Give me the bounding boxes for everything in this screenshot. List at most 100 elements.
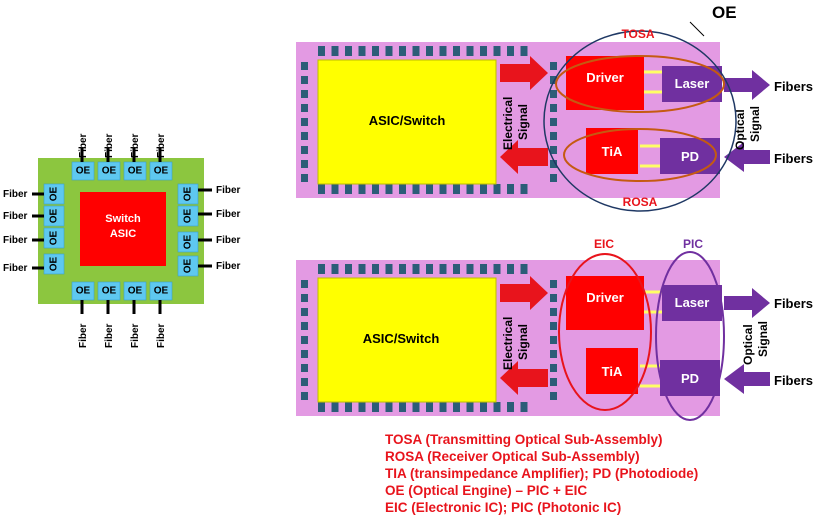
substrate-pad (331, 402, 339, 412)
substrate-pad (550, 336, 557, 344)
abbreviation-legend: TOSA (Transmitting Optical Sub-Assembly)… (385, 431, 698, 516)
substrate-pad (399, 402, 406, 412)
legend-line: ROSA (Receiver Optical Sub-Assembly) (385, 449, 640, 464)
substrate-pad (301, 62, 308, 70)
top-pads (301, 46, 557, 194)
substrate-pad (372, 184, 379, 194)
substrate-pad (358, 184, 366, 194)
legend-line: TOSA (Transmitting Optical Sub-Assembly) (385, 432, 663, 447)
bottom-laser-block (662, 285, 722, 321)
substrate-pad (480, 184, 487, 194)
oe-module-label: OE (183, 258, 194, 273)
fiber-label: Fiber (104, 133, 115, 158)
top-tia-block (586, 128, 638, 174)
substrate-pad (301, 280, 308, 288)
substrate-pad (385, 264, 393, 274)
substrate-pad (372, 264, 379, 274)
eic-label: EIC (594, 237, 614, 251)
fiber-label: Fiber (216, 235, 241, 246)
bottom-electrical-label-1: Electrical (501, 317, 515, 370)
oe-pointer (689, 21, 705, 37)
oe-module-label: OE (76, 286, 91, 297)
bottom-diagram: ASIC/Switch Electrical Signal Driver Las… (296, 237, 813, 421)
switch-asic-die (80, 192, 166, 266)
oe-module (177, 231, 199, 253)
oe-module (177, 183, 199, 205)
substrate-pad (345, 264, 352, 274)
substrate-pad (550, 62, 557, 70)
substrate-pad (550, 174, 557, 182)
bottom-fibers-in-label: Fibers (774, 373, 813, 388)
substrate-pad (439, 184, 447, 194)
substrate-pad (550, 160, 557, 168)
substrate-pad (520, 46, 528, 56)
substrate-pad (412, 46, 420, 56)
substrate-pad (412, 402, 420, 412)
substrate-pad (550, 378, 557, 386)
top-electrical-label-1: Electrical (501, 97, 515, 150)
substrate-pad (507, 264, 514, 274)
substrate-pad (412, 264, 420, 274)
fiber-label: Fiber (130, 323, 141, 348)
substrate-pad (493, 402, 501, 412)
substrate-pad (493, 184, 501, 194)
bottom-electrical-label-2: Signal (516, 324, 530, 360)
bottom-asic-label: ASIC/Switch (363, 331, 440, 346)
substrate-pad (453, 46, 460, 56)
oe-label: OE (712, 3, 737, 22)
substrate-pad (439, 402, 447, 412)
oe-module-label: OE (183, 234, 194, 249)
substrate-pad (318, 46, 325, 56)
substrate-pad (385, 46, 393, 56)
substrate-pad (480, 46, 487, 56)
substrate-pad (466, 46, 474, 56)
top-diagram: ASIC/Switch Electrical Signal Driver Las… (296, 3, 813, 212)
oe-module-label: OE (183, 186, 194, 201)
oe-module-label: OE (102, 286, 117, 297)
substrate-pad (358, 46, 366, 56)
oe-module-label: OE (102, 166, 117, 177)
substrate-pad (385, 402, 393, 412)
substrate-pad (550, 308, 557, 316)
substrate-pad (507, 46, 514, 56)
substrate-pad (520, 402, 528, 412)
bottom-asic-switch (317, 277, 497, 403)
substrate-pad (550, 132, 557, 140)
substrate-pad (550, 294, 557, 302)
substrate-pad (480, 264, 487, 274)
substrate-pad (426, 46, 433, 56)
substrate-pad (439, 46, 447, 56)
top-asic-label: ASIC/Switch (369, 113, 446, 128)
substrate-pad (507, 402, 514, 412)
bottom-optical-label-1: Optical (741, 324, 755, 365)
fiber-label: Fiber (216, 185, 241, 196)
substrate-pad (550, 322, 557, 330)
oe-module-label: OE (76, 166, 91, 177)
top-electrical-arrow-left (500, 140, 548, 174)
substrate-pad (550, 90, 557, 98)
legend-line: EIC (Electronic IC); PIC (Photonic IC) (385, 500, 622, 515)
fiber-label: Fiber (156, 133, 167, 158)
substrate-pad (301, 174, 308, 182)
substrate-pad (345, 184, 352, 194)
substrate-pad (372, 46, 379, 56)
substrate-pad (550, 118, 557, 126)
substrate-pad (301, 350, 308, 358)
bottom-optical-label-2: Signal (756, 321, 770, 357)
substrate-pad (301, 364, 308, 372)
substrate-pad (301, 378, 308, 386)
substrate-pad (550, 364, 557, 372)
substrate-pad (453, 402, 460, 412)
substrate-pad (550, 76, 557, 84)
bottom-driver-label: Driver (586, 290, 624, 305)
substrate-pad (426, 184, 433, 194)
substrate-pad (520, 184, 528, 194)
top-electrical-arrow-right (500, 56, 548, 90)
legend-line: OE (Optical Engine) – PIC + EIC (385, 483, 588, 498)
substrate-pad (439, 264, 447, 274)
substrate-pad (301, 118, 308, 126)
fiber-label: Fiber (3, 189, 28, 200)
